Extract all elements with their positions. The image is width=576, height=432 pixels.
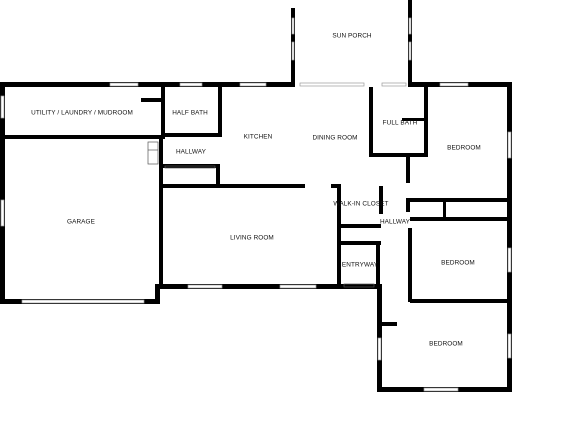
window-porch-door	[299, 82, 365, 87]
window-bedroom3-east	[507, 333, 512, 359]
window-living-south-1	[187, 284, 223, 289]
label-utility: UTILITY / LAUNDRY / MUDROOM	[31, 110, 133, 117]
window-bedroom3-west	[377, 337, 382, 361]
utility-closet-wall	[141, 98, 163, 102]
window-kitchen-north	[239, 82, 267, 87]
window-utility-west	[0, 95, 5, 119]
bedroom2-north-wall	[410, 217, 512, 221]
closet-east-wall	[379, 186, 383, 214]
window-halfbath-north	[179, 82, 203, 87]
wall-north-west	[0, 82, 295, 87]
label-living-room: LIVING ROOM	[230, 235, 274, 242]
label-entryway: ENTRYWAY	[342, 262, 379, 269]
hallway-east-lower-west-wall	[406, 198, 410, 212]
hallway-east-west-wall	[406, 157, 410, 183]
window-bedroom1-east	[507, 131, 512, 159]
window-garage-door	[21, 299, 145, 304]
window-bedroom1-north	[439, 82, 469, 87]
wall-east	[507, 82, 512, 392]
label-bedroom-3: BEDROOM	[429, 341, 463, 348]
label-full-bath: FULL BATH	[383, 120, 418, 127]
porch-east-wall	[408, 0, 412, 82]
window-bedroom3-south	[423, 387, 459, 392]
entry-north-wall	[341, 241, 381, 245]
entry-door	[343, 283, 375, 288]
window-garage-west	[0, 199, 5, 227]
room-labels: SUN PORCH UTILITY / LAUNDRY / MUDROOM HA…	[31, 33, 481, 348]
label-bedroom-1: BEDROOM	[447, 145, 481, 152]
fullbath-east-wall	[424, 87, 428, 157]
label-bedroom-2: BEDROOM	[441, 260, 475, 267]
utility-south-wall	[0, 135, 163, 139]
bedroom1-south-wall	[408, 198, 512, 202]
fullbath-west-wall	[369, 87, 373, 157]
window-bedroom2-east	[507, 247, 512, 273]
label-walk-in-closet: WALK-IN CLOSET	[333, 201, 388, 208]
entry-lower-jog	[377, 322, 397, 326]
label-hallway-west: HALLWAY	[176, 149, 207, 156]
living-north-wall	[161, 184, 305, 188]
label-garage: GARAGE	[67, 219, 95, 226]
step-hallway-west	[147, 141, 159, 165]
garage-east-wall	[159, 139, 163, 289]
living-north-wall-east	[331, 184, 341, 188]
label-dining-room: DINING ROOM	[312, 135, 357, 142]
door-details	[147, 141, 375, 288]
label-kitchen: KITCHEN	[244, 134, 273, 141]
wall-west	[0, 82, 5, 304]
windows	[0, 82, 512, 392]
fullbath-inner-wall	[402, 118, 426, 121]
label-sun-porch: SUN PORCH	[332, 33, 372, 40]
label-half-bath: HALF BATH	[172, 110, 208, 117]
porch-window-west-1	[291, 17, 295, 35]
halfbath-south-wall	[161, 133, 222, 137]
bedroom2-south-wall	[410, 299, 512, 303]
porch-window-west-2	[291, 41, 295, 61]
window-fullbath-north	[381, 82, 407, 87]
kitchen-opening	[164, 165, 216, 169]
closet-nook-wall	[443, 200, 446, 220]
hallway-east-east-wall	[408, 228, 412, 302]
living-east-wall	[337, 186, 341, 286]
halfbath-east-wall	[218, 87, 222, 137]
wall-living-south	[155, 284, 379, 289]
fullbath-south-wall	[369, 153, 427, 157]
entry-east-wall	[376, 245, 380, 287]
porch-window-east-2	[408, 41, 412, 61]
label-hallway-east: HALLWAY	[380, 219, 411, 226]
sun-porch-walls	[291, 0, 412, 82]
closet-south-wall	[341, 224, 381, 228]
interior-walls	[0, 87, 512, 326]
wall-garage-east-step	[155, 284, 160, 304]
porch-window-east-1	[408, 17, 412, 35]
hallway-west-jog	[216, 166, 220, 186]
window-living-south-2	[279, 284, 317, 289]
halfbath-west-wall	[161, 87, 165, 139]
window-utility-north	[109, 82, 139, 87]
